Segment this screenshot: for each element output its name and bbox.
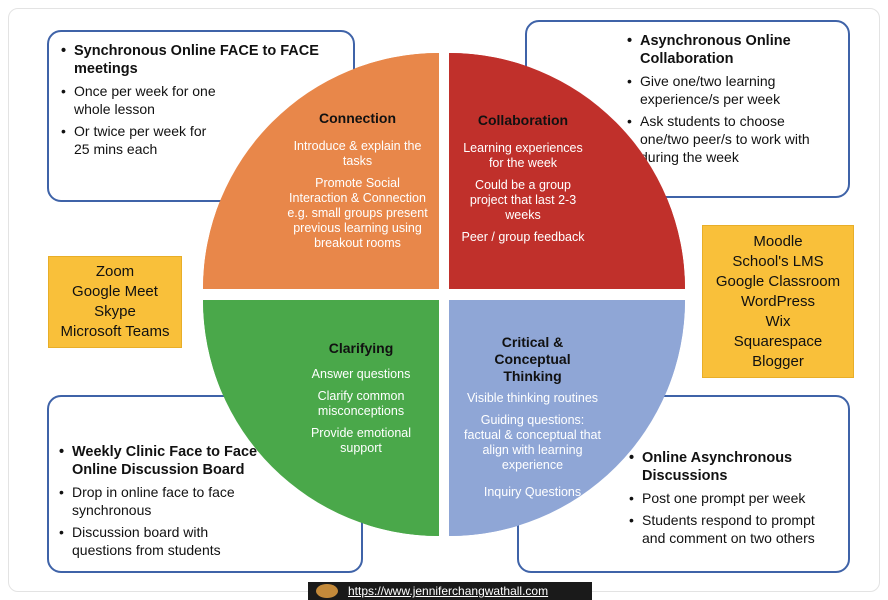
footer-url-link[interactable]: https://www.jenniferchangwathall.com [348, 584, 549, 598]
clarifying-point-1: Answer questions [311, 367, 411, 381]
item-post-prompt: Post one prompt per week [642, 490, 806, 506]
heading-weekly-clinic: Weekly Clinic Face to Face or Online Dis… [72, 444, 276, 478]
tool-google-classroom: Google Classroom [715, 273, 841, 290]
critical-point-1: Visible thinking routines [466, 391, 599, 405]
clarifying-point-2: Clarify common misconceptions [317, 389, 405, 418]
tool-zoom: Zoom [95, 263, 135, 280]
tool-wix: Wix [765, 313, 791, 330]
tool-moodle: Moodle [753, 233, 803, 250]
tool-skype: Skype [94, 303, 136, 320]
heading-synchronous: Synchronous Online FACE to FACE meetings [74, 43, 319, 77]
clarifying-point-3: Provide emotional support [310, 426, 412, 455]
connection-title: Connection [319, 110, 396, 126]
connection-content: Connection Introduce & explain the tasks… [285, 110, 430, 251]
tool-wordpress: WordPress [741, 293, 815, 310]
item-students-respond: Students respond to prompt and comment o… [642, 512, 815, 546]
item-give-experiences: Give one/two learning experience/s per w… [640, 73, 781, 107]
tool-blogger: Blogger [752, 353, 804, 370]
collaboration-point-1: Learning experiences for the week [463, 141, 583, 170]
item-discussion-board: Discussion board with questions from stu… [72, 524, 221, 558]
tools-asynchronous: Moodle School's LMS Google Classroom Wor… [702, 225, 854, 378]
clarifying-title: Clarifying [328, 340, 394, 356]
tools-synchronous: Zoom Google Meet Skype Microsoft Teams [48, 256, 182, 348]
collaboration-point-3: Peer / group feedback [461, 230, 585, 244]
heading-async-discussions: Online Asynchronous Discussions [642, 450, 793, 484]
tool-schools-lms: School's LMS [732, 253, 824, 270]
quadrant-clarifying-shape [203, 300, 439, 536]
collaboration-point-2: Could be a group project that last 2-3 w… [469, 178, 577, 222]
critical-content: Critical & Conceptual Thinking Visible t… [455, 334, 610, 500]
connection-point-1: Introduce & explain the tasks [293, 139, 422, 168]
critical-point-2: Guiding questions: factual & conceptual … [464, 413, 601, 472]
quadrant-critical-shape [449, 300, 685, 536]
heading-async-collaboration: Asynchronous Online Collaboration [640, 33, 791, 67]
tool-microsoft-teams: Microsoft Teams [60, 323, 170, 340]
tool-google-meet: Google Meet [72, 283, 158, 300]
footer-bar: https://www.jenniferchangwathall.com [308, 582, 592, 600]
clarifying-content: Clarifying Answer questions Clarify comm… [292, 340, 430, 456]
critical-point-3: Inquiry Questions [483, 485, 582, 499]
connection-point-2: Promote Social Interaction & Connection … [287, 176, 428, 250]
tool-squarespace: Squarespace [733, 333, 823, 350]
collaboration-content: Collaboration Learning experiences for t… [458, 112, 588, 245]
item-once-per-week: Once per week for one whole lesson [74, 83, 216, 117]
critical-title: Critical & Conceptual Thinking [494, 334, 571, 384]
quadrant-connection-shape [203, 53, 439, 289]
item-drop-in: Drop in online face to face synchronous [72, 484, 235, 518]
quadrant-collaboration-shape [449, 53, 685, 289]
collaboration-title: Collaboration [477, 112, 569, 128]
author-logo-icon [316, 584, 338, 598]
item-choose-peers: Ask students to choose one/two peer/s to… [640, 113, 810, 165]
item-twice-per-week: Or twice per week for 25 mins each [74, 123, 207, 157]
